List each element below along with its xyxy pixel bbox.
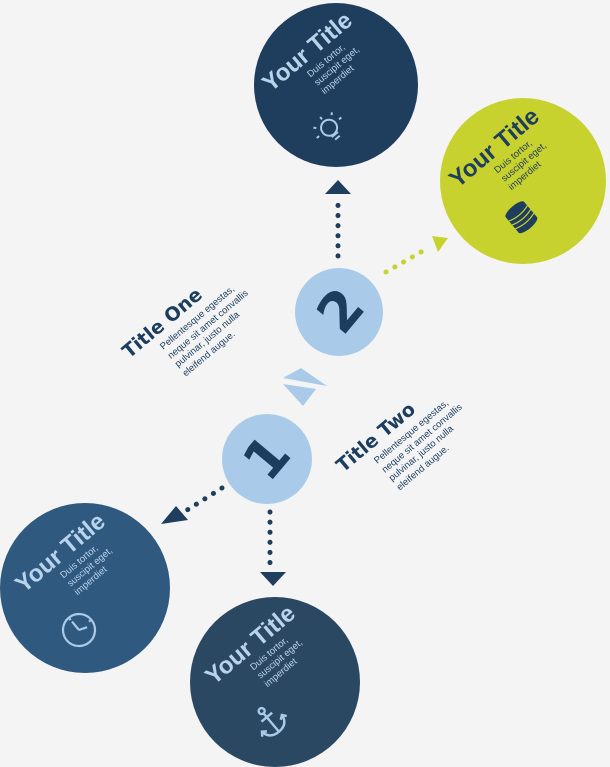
lightbulb-icon (313, 112, 342, 141)
arrow-step2-to-green (383, 236, 448, 275)
node-left: Your Title Duis tortor, suscipit eget, i… (0, 503, 170, 673)
arrow-step1-to-left (161, 485, 225, 524)
arrow-step1-to-bottom (260, 509, 286, 586)
coin-stack-icon (505, 201, 538, 234)
clock-icon (61, 612, 97, 648)
step-2-number: 2 (304, 276, 377, 346)
node-green: Your Title Duis tortor, suscipit eget, i… (440, 98, 606, 264)
node-top: Your Title Duis tortor, suscipit eget, i… (254, 3, 418, 167)
step-connector-diamond (283, 368, 327, 406)
step-2-circle: 2 (295, 268, 383, 356)
step-1-circle: 1 (222, 414, 312, 504)
anchor-icon (257, 706, 288, 737)
node-bottom: Your Title Duis tortor, suscipit eget, i… (190, 597, 360, 767)
arrow-step2-to-top (325, 180, 351, 259)
step-1-number: 1 (230, 423, 303, 493)
